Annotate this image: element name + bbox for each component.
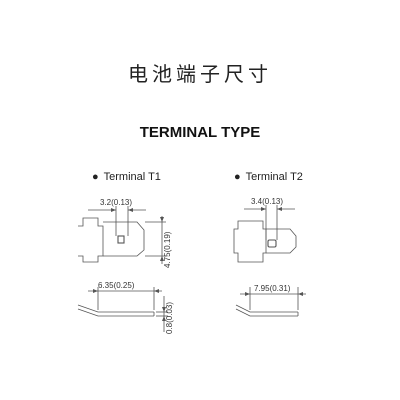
- terminal-t2-name: Terminal T2: [245, 171, 303, 183]
- terminal-t1-width-dimension: [88, 206, 146, 236]
- terminal-t1-side-view: [77, 304, 155, 317]
- terminal-t2-length-dimension: [240, 287, 306, 310]
- terminal-t1-length-dimension: [88, 287, 162, 310]
- terminal-t2-top-view: [233, 220, 297, 263]
- terminal-t1-width-label: 3.2(0.13): [100, 198, 132, 207]
- bullet-icon: ●: [92, 171, 99, 183]
- terminal-t1-top-view: [78, 217, 145, 263]
- terminal-t2-label: ● Terminal T2: [234, 171, 303, 183]
- page-title: 电池端子尺寸: [128, 62, 272, 86]
- terminal-t2-length-label: 7.95(0.31): [254, 284, 291, 293]
- terminal-t2-width-dimension: [244, 205, 295, 240]
- bullet-icon: ●: [234, 171, 241, 183]
- terminal-t1-thickness-label: 0.8(0.03): [165, 302, 174, 334]
- dimension-arrows: [93, 207, 303, 321]
- terminal-t1-name: Terminal T1: [103, 171, 161, 183]
- terminal-t2-side-view: [235, 304, 299, 317]
- section-title: TERMINAL TYPE: [139, 124, 261, 141]
- terminal-t1-label: ● Terminal T1: [92, 171, 161, 183]
- terminal-t1-thickness-dimension: [156, 296, 168, 332]
- terminal-t1-length-label: 6.35(0.25): [98, 281, 135, 290]
- terminal-t2-width-label: 3.4(0.13): [251, 197, 283, 206]
- terminal-t1-height-label: 4.75(0.19): [163, 231, 172, 268]
